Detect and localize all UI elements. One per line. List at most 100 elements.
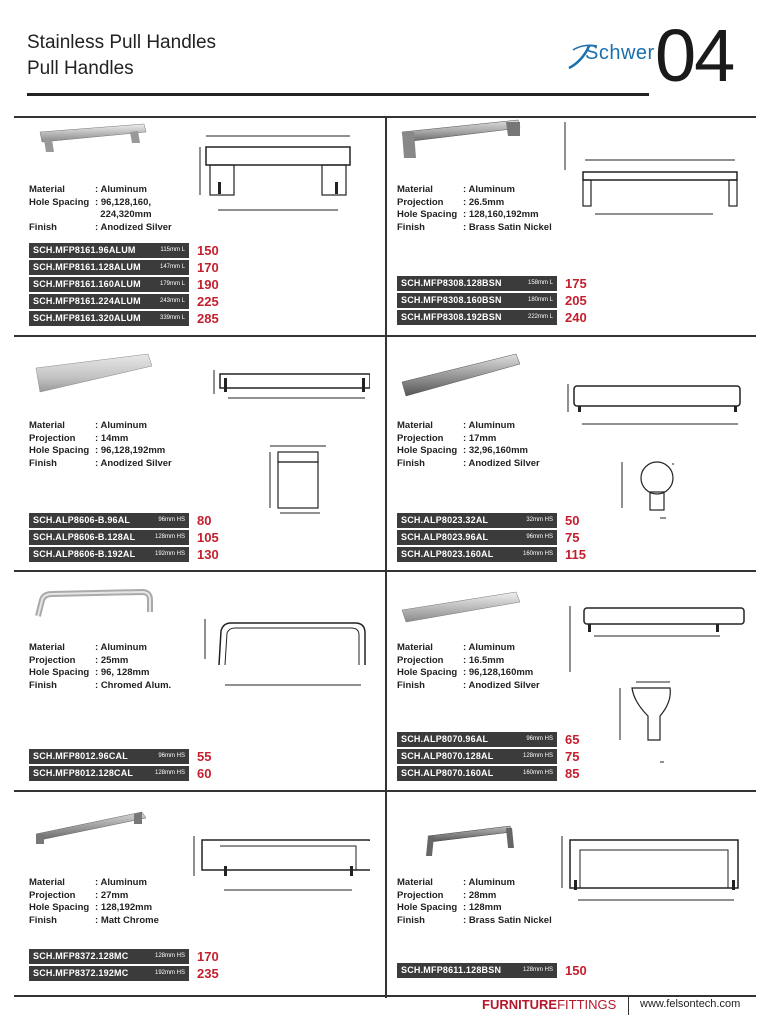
spec-list: MaterialAluminum Projection16.5mm Hole S… [397, 642, 540, 692]
spec-key: Material [397, 420, 433, 431]
spec-value: 128,160,192mm [463, 209, 539, 222]
spec-key: Finish [29, 221, 57, 233]
spec-value: Brass Satin Nickel [463, 222, 552, 235]
spec-row: FinishChromed Alum. [29, 680, 171, 693]
product-size: 179mm L [159, 281, 185, 287]
product-code: SCH.MFP8308.160BSN [401, 295, 502, 305]
product-code: SCH.ALP8606-B.192AL [33, 549, 136, 559]
spec-row: MaterialAluminum [397, 877, 552, 890]
spec-list: MaterialAluminum Projection14mm Hole Spa… [29, 420, 172, 470]
price: 170 [197, 948, 219, 964]
handle-photo [35, 353, 153, 393]
spec-list: MaterialAluminum Projection 28mm Hole Spa… [397, 877, 552, 927]
spec-key: Material [29, 642, 65, 653]
footer-brand: FURNITUREFITTINGS [482, 997, 616, 1012]
title-line-2: Pull Handles [27, 58, 134, 79]
spec-row: Projection14mm [29, 433, 172, 446]
spec-key: Finish [397, 679, 425, 691]
product-code: SCH.MFP8308.128BSN [401, 278, 502, 288]
product-code: SCH.MFP8161.224ALUM [33, 296, 141, 306]
spec-value: Matt Chrome [95, 915, 159, 928]
spec-key: Material [29, 184, 65, 195]
spec-row: Hole Spacing128,192mm [29, 902, 159, 915]
footer-url: www.felsontech.com [640, 998, 741, 1010]
spec-row: MaterialAluminum [29, 420, 172, 433]
spec-key: Finish [397, 914, 425, 926]
price: 115 [565, 546, 586, 562]
product-code: SCH.ALP8023.96AL [401, 532, 489, 542]
spec-key: Hole Spacing [29, 445, 90, 456]
spec-key [29, 209, 95, 222]
spec-key: Finish [397, 221, 425, 233]
spec-row: FinishAnodized Silver [29, 222, 172, 235]
dimension-drawing [564, 122, 738, 215]
spec-row: Hole Spacing96,128,192mm [29, 445, 172, 458]
spec-row: Hole Spacing128mm [397, 902, 552, 915]
product-code: SCH.ALP8023.160AL [401, 549, 494, 559]
footer-separator [628, 997, 629, 1015]
price: 240 [565, 309, 587, 325]
dimension-drawing [567, 384, 741, 519]
spec-value: Aluminum [95, 877, 146, 890]
product-code: SCH.ALP8070.96AL [401, 734, 489, 744]
spec-row: FinishAnodized Silver [397, 458, 540, 471]
product-code: SCH.MFP8161.320ALUM [33, 313, 141, 323]
product-size: 158mm L [527, 280, 553, 286]
price: 50 [565, 512, 580, 528]
page-title: Stainless Pull Handles Pull Handles [27, 30, 216, 82]
price: 75 [565, 748, 580, 764]
product-code: SCH.MFP8012.96CAL [33, 751, 128, 761]
page-number: 04 [655, 14, 735, 97]
price: 105 [197, 529, 219, 545]
price: 190 [197, 276, 219, 292]
spec-list: MaterialAluminum Projection25mm Hole Spa… [29, 642, 171, 692]
product-size: 147mm L [159, 264, 185, 270]
price: 150 [197, 242, 219, 258]
schwer-logo: Schwer [563, 38, 655, 76]
product-code: SCH.MFP8308.192BSN [401, 312, 502, 322]
header-rule [27, 93, 649, 96]
price: 75 [565, 529, 580, 545]
spec-value: Aluminum [95, 642, 146, 655]
spec-value: Anodized Silver [463, 458, 539, 471]
dimension-drawing [569, 606, 745, 763]
product-size: 160mm HS [522, 551, 553, 557]
price: 170 [197, 259, 219, 275]
title-line-1: Stainless Pull Handles [27, 32, 217, 53]
price: 235 [197, 965, 219, 981]
dimension-drawing [213, 370, 370, 514]
spec-row: MaterialAluminum [397, 420, 540, 433]
spec-value: 28mm [463, 890, 496, 903]
spec-key: Projection [397, 889, 444, 901]
spec-key: Projection [397, 432, 444, 444]
spec-value: 17mm [463, 433, 496, 446]
spec-key: Hole Spacing [397, 445, 458, 456]
product-code: SCH.ALP8606-B.96AL [33, 515, 131, 525]
spec-row: Finish Brass Satin Nickel [397, 222, 552, 235]
price: 65 [565, 731, 580, 747]
spec-key: Material [29, 420, 65, 431]
